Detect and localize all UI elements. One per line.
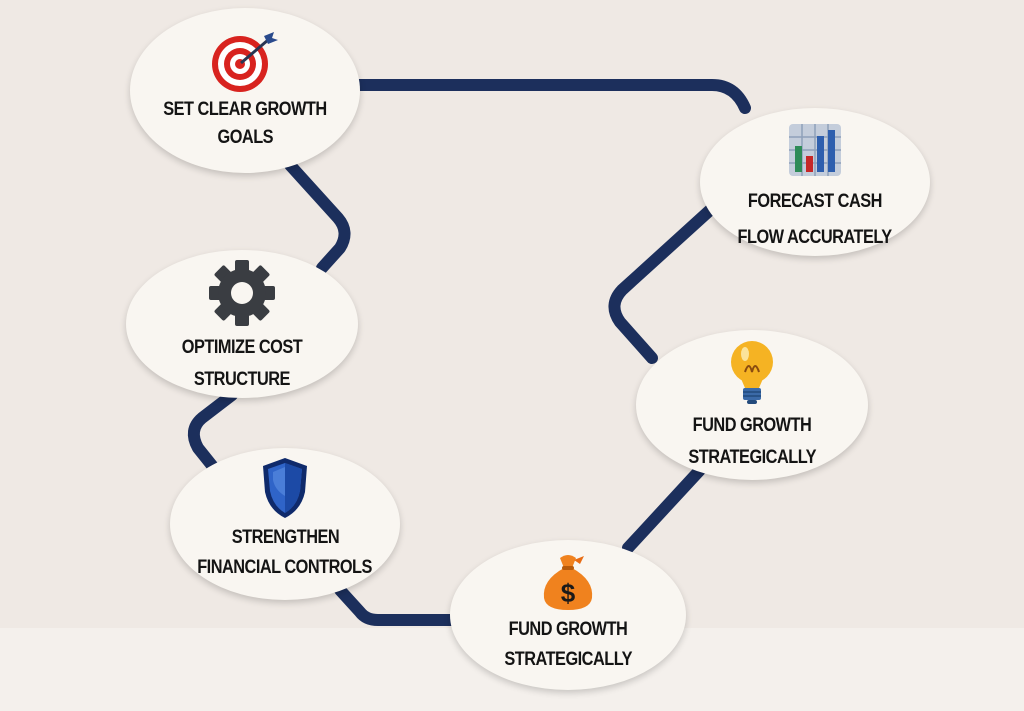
connector-forecast-to-fund: [608, 186, 736, 364]
lightbulb-icon: [731, 341, 773, 404]
step-fund-growth-strategically: FUND GROWTH STRATEGICALLY: [636, 330, 868, 480]
money-bag-icon: $: [543, 555, 593, 610]
step-label-line2: STRATEGICALLY: [504, 649, 632, 670]
step-set-growth-goals: SET CLEAR GROWTH GOALS: [130, 8, 360, 173]
step-forecast-cash-flow: FORECAST CASH FLOW ACCURATELY: [700, 108, 930, 256]
step-label-line2: STRUCTURE: [193, 369, 291, 390]
gear-icon: [209, 260, 275, 326]
step-label-line1: STRENGTHEN: [231, 527, 339, 548]
step-fund-growth-strategically-bag: $ FUND GROWTH STRATEGICALLY: [450, 540, 686, 690]
step-label-line2: STRATEGICALLY: [688, 447, 816, 468]
connector-goals-to-cost: [284, 159, 351, 274]
step-label-line1: FUND GROWTH: [692, 415, 812, 436]
step-label-line1: FORECAST CASH: [747, 191, 883, 212]
connector-controls-to-fund-bag: [334, 584, 461, 626]
step-label-line1: OPTIMIZE COST: [181, 337, 303, 358]
step-strengthen-financial-controls: STRENGTHEN FINANCIAL CONTROLS: [170, 448, 400, 600]
step-label-line2: GOALS: [217, 127, 273, 148]
connector-fund-to-fund-bag: [622, 464, 706, 554]
connector-cost-to-controls: [187, 389, 238, 474]
shield-icon: [263, 458, 307, 518]
step-label-line1: SET CLEAR GROWTH: [163, 99, 327, 120]
connector-goals-to-forecast: [349, 79, 751, 114]
step-label-line2: FINANCIAL CONTROLS: [197, 557, 373, 578]
step-optimize-cost-structure: OPTIMIZE COST STRUCTURE: [126, 250, 358, 398]
step-label-line1: FUND GROWTH: [508, 619, 628, 640]
svg-text:$: $: [561, 578, 576, 608]
step-label-line2: FLOW ACCURATELY: [737, 227, 893, 248]
target-icon: [212, 32, 278, 92]
bar-chart-icon: [789, 124, 841, 176]
